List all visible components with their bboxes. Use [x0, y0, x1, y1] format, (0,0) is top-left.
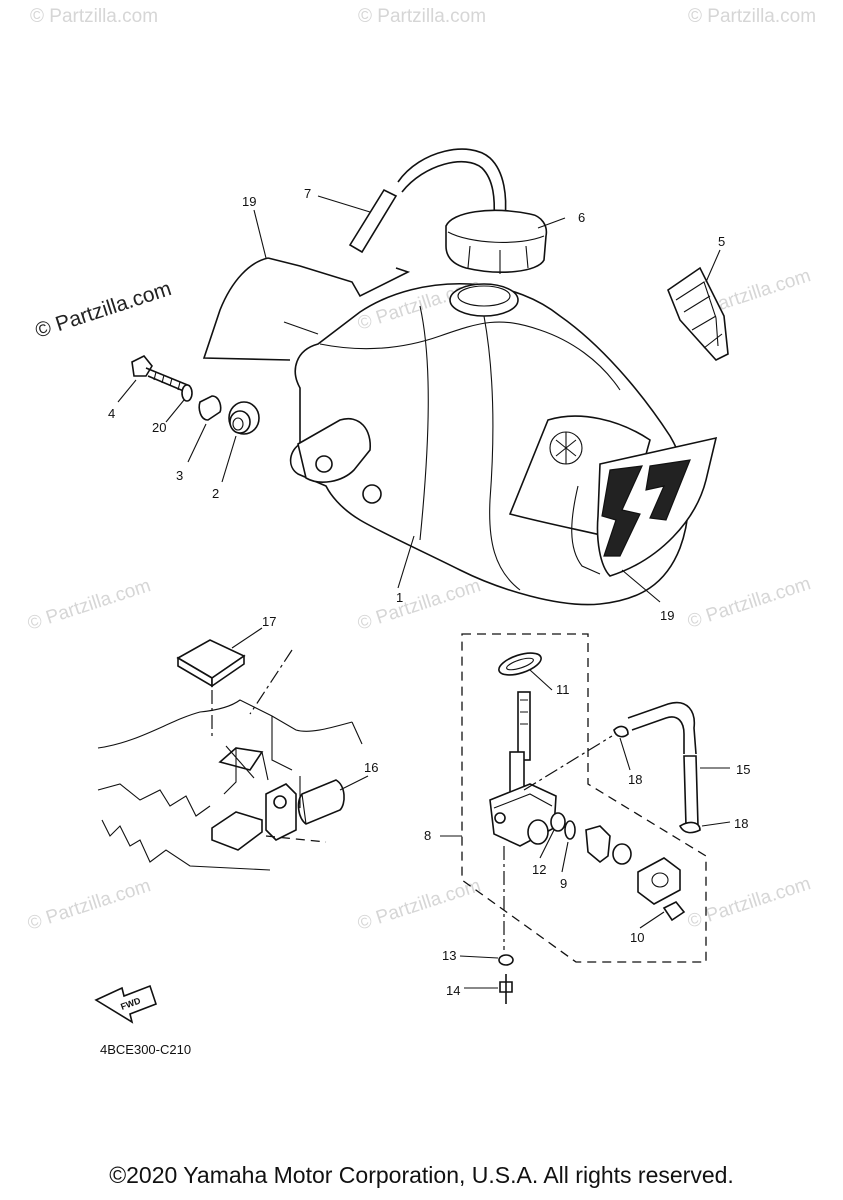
mount-bolt-set	[131, 354, 260, 435]
callout-9: 9	[560, 876, 567, 891]
watermark: © Partzilla.com	[685, 573, 813, 633]
leader-lines-frame	[231, 627, 369, 791]
watermark: © Partzilla.com	[25, 575, 153, 635]
watermark: © Partzilla.com	[688, 6, 816, 27]
callout-20: 20	[152, 420, 166, 435]
brand-watermark: © Partzilla.com	[32, 277, 174, 343]
fuel-cap	[445, 209, 548, 274]
fwd-arrow: FWD	[94, 984, 158, 1024]
watermark: © Partzilla.com	[355, 575, 483, 635]
callout-7: 7	[304, 186, 311, 201]
callout-4: 4	[108, 406, 115, 421]
callout-18: 18	[628, 772, 642, 787]
callout-14: 14	[446, 983, 460, 998]
callout-13: 13	[442, 948, 456, 963]
callout-15: 15	[736, 762, 750, 777]
tank-damper	[667, 266, 729, 361]
callout-11: 11	[556, 682, 570, 697]
breather-hose	[348, 148, 507, 254]
watermark: © Partzilla.com	[30, 6, 158, 27]
watermark: © Partzilla.com	[358, 6, 486, 27]
leader-lines-upper	[117, 195, 721, 603]
watermark: © Partzilla.com	[25, 875, 153, 935]
side-decal-left	[202, 257, 411, 361]
callout-3: 3	[176, 468, 183, 483]
callout-6: 6	[578, 210, 585, 225]
callout-17: 17	[262, 614, 276, 629]
leader-lines-fuel-cock	[440, 669, 731, 989]
drawing-code: 4BCE300-C210	[100, 1042, 191, 1057]
callout-1: 1	[396, 590, 403, 605]
watermark: © Partzilla.com	[355, 875, 483, 935]
callout-2: 2	[212, 486, 219, 501]
callout-19: 19	[660, 608, 674, 623]
callout-10: 10	[630, 930, 644, 945]
side-decal-right	[571, 436, 718, 577]
callout-12: 12	[532, 862, 546, 877]
frame-section	[97, 639, 363, 871]
callout-labels: 1 2 3 4 5 6 7 8 9 10 11 12 13 14 15 16 1…	[108, 186, 750, 998]
callout-19: 19	[242, 194, 256, 209]
callout-5: 5	[718, 234, 725, 249]
copyright-notice: ©2020 Yamaha Motor Corporation, U.S.A. A…	[109, 1162, 734, 1188]
callout-18: 18	[734, 816, 748, 831]
watermark: © Partzilla.com	[685, 873, 813, 933]
callout-8: 8	[424, 828, 431, 843]
fuel-cock-assembly	[461, 633, 707, 1004]
callout-16: 16	[364, 760, 378, 775]
